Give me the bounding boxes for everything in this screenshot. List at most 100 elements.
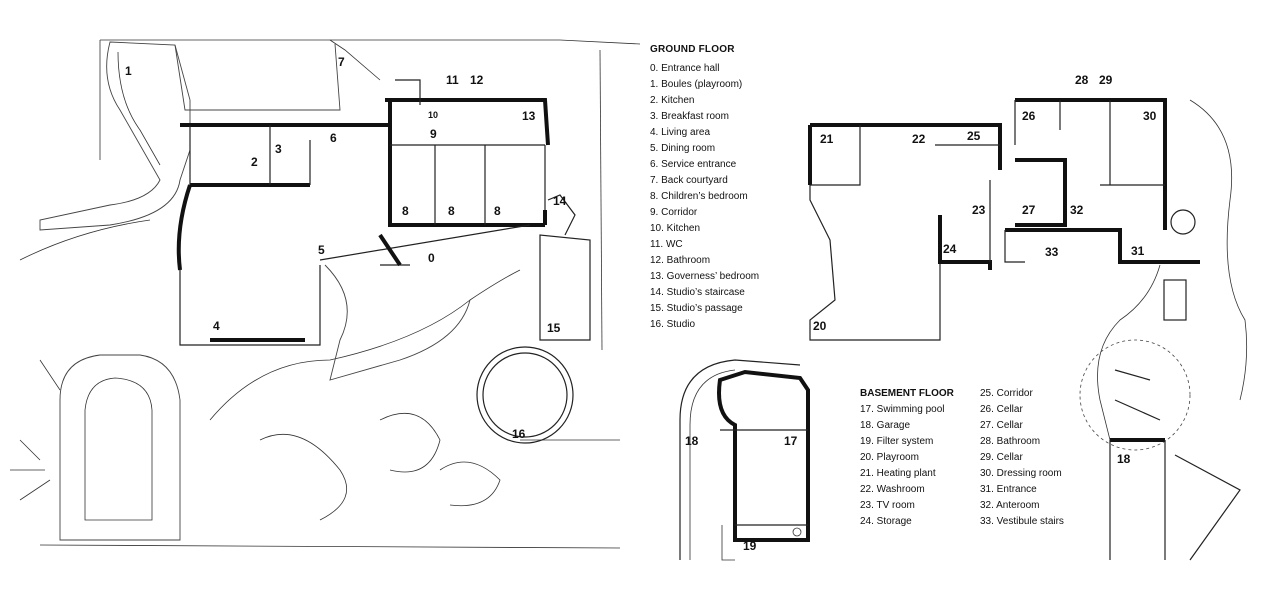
legend-item: 10. Kitchen [650, 223, 701, 234]
site-boundary-top [100, 39, 641, 45]
wall-entrance-hall [319, 224, 531, 266]
label-28: 28 [1075, 73, 1089, 87]
wall-top-north [385, 98, 550, 146]
tree-1 [259, 433, 348, 521]
label-18-left: 18 [685, 434, 699, 448]
legend-item: 0. Entrance hall [650, 63, 720, 74]
legend-item: 9. Corridor [650, 207, 698, 218]
label-18-right: 18 [1117, 452, 1131, 466]
wall-cellars-north [1014, 100, 1165, 186]
pool-walls [717, 369, 810, 542]
label-29: 29 [1099, 73, 1113, 87]
basement-floor-title: BASEMENT FLOOR [860, 388, 954, 399]
wall-living-curve [176, 184, 192, 271]
legend-item: 3. Breakfast room [650, 111, 729, 122]
ground-floor-title: GROUND FLOOR [650, 44, 735, 55]
legend-item: 19. Filter system [860, 436, 934, 447]
legend-item: 32. Anteroom [980, 500, 1040, 511]
label-27: 27 [1022, 203, 1036, 217]
pool-plan [679, 359, 810, 561]
basement-floor-plan [808, 98, 1248, 561]
legend-item: 14. Studio’s staircase [650, 287, 745, 298]
label-26: 26 [1022, 109, 1036, 123]
filter-stub [721, 525, 735, 561]
wall-storage [938, 215, 992, 270]
label-5: 5 [318, 243, 325, 257]
filter-circle [792, 527, 802, 537]
site-boundary-bottom [39, 544, 621, 549]
label-7: 7 [338, 55, 345, 69]
garden-path-a [19, 219, 151, 261]
tree-2 [379, 412, 441, 473]
legend-item: 6. Service entrance [650, 159, 737, 170]
legend-item: 8. Children’s bedroom [650, 191, 748, 202]
basement-stair-circle [1170, 209, 1196, 235]
parked-cars [1114, 369, 1161, 421]
ground-floor-list: 0. Entrance hall 1. Boules (playroom) 2.… [650, 61, 759, 333]
courtyard-wall [329, 39, 381, 81]
legend-item: 33. Vestibule stairs [980, 516, 1064, 527]
pool-inner [84, 377, 153, 521]
label-24: 24 [943, 242, 957, 256]
wall-heating-plant [810, 125, 1000, 186]
wall-bedroom-block [388, 100, 545, 227]
legend-item: 28. Bathroom [980, 436, 1041, 447]
legend-item: 26. Cellar [980, 404, 1023, 415]
label-20: 20 [813, 319, 827, 333]
driveway-curve [1097, 264, 1161, 441]
site-boundary-right [599, 49, 603, 351]
studio-inner [482, 352, 568, 438]
label-31: 31 [1131, 244, 1145, 258]
label-9: 9 [430, 127, 437, 141]
label-2: 2 [251, 155, 258, 169]
tree-3 [439, 461, 501, 507]
legend-item: 22. Washroom [860, 484, 925, 495]
stone-pool-outline [59, 354, 181, 541]
boules-stone-band [39, 41, 191, 231]
wall-vestibule [1004, 230, 1025, 263]
label-25: 25 [967, 129, 981, 143]
basement-legend-col2: 25. Corridor 26. Cellar 27. Cellar 28. B… [980, 386, 1064, 530]
wall-basement-top [810, 123, 1002, 170]
garden-path-b [209, 269, 521, 421]
label-6: 6 [330, 131, 337, 145]
studio-passage [539, 234, 591, 341]
label-3: 3 [275, 142, 282, 156]
label-32: 32 [1070, 203, 1084, 217]
label-22: 22 [912, 132, 926, 146]
entrance-stones [324, 264, 471, 381]
label-21: 21 [820, 132, 834, 146]
legend-item: 27. Cellar [980, 420, 1023, 431]
basement-legend-col1: 17. Swimming pool 18. Garage 19. Filter … [860, 402, 944, 530]
label-19: 19 [743, 539, 757, 553]
label-33: 33 [1045, 245, 1059, 259]
wall-anteroom [1005, 228, 1200, 264]
label-8b: 8 [448, 204, 455, 218]
basement-list-2: 25. Corridor 26. Cellar 27. Cellar 28. B… [980, 386, 1064, 530]
legend-item: 16. Studio [650, 319, 696, 330]
ground-floor-plan [10, 39, 641, 549]
ground-floor-legend: GROUND FLOOR 0. Entrance hall 1. Boules … [650, 44, 759, 333]
turning-circle [1079, 339, 1191, 451]
legend-item: 5. Dining room [650, 143, 716, 154]
palm-fronds [10, 359, 61, 501]
wall-bedroom-partitions [390, 144, 546, 225]
legend-item: 15. Studio’s passage [650, 303, 743, 314]
wall-living [179, 265, 321, 346]
wall-cellar-27 [1015, 158, 1067, 227]
pool-outer-curve [679, 359, 801, 560]
boules-inner-edge [117, 51, 161, 166]
label-13: 13 [522, 109, 536, 123]
label-1: 1 [125, 64, 132, 78]
legend-item: 21. Heating plant [860, 468, 936, 479]
legend-item: 7. Back courtyard [650, 175, 728, 186]
car-top [1163, 279, 1187, 321]
label-12: 12 [470, 73, 484, 87]
label-0: 0 [428, 251, 435, 265]
wall-north-block [1015, 98, 1167, 230]
wall-kitchen-partitions [189, 125, 311, 185]
studio-staircase [547, 194, 576, 236]
label-16: 16 [512, 427, 526, 441]
pool-outer-curve-inner [689, 369, 736, 560]
